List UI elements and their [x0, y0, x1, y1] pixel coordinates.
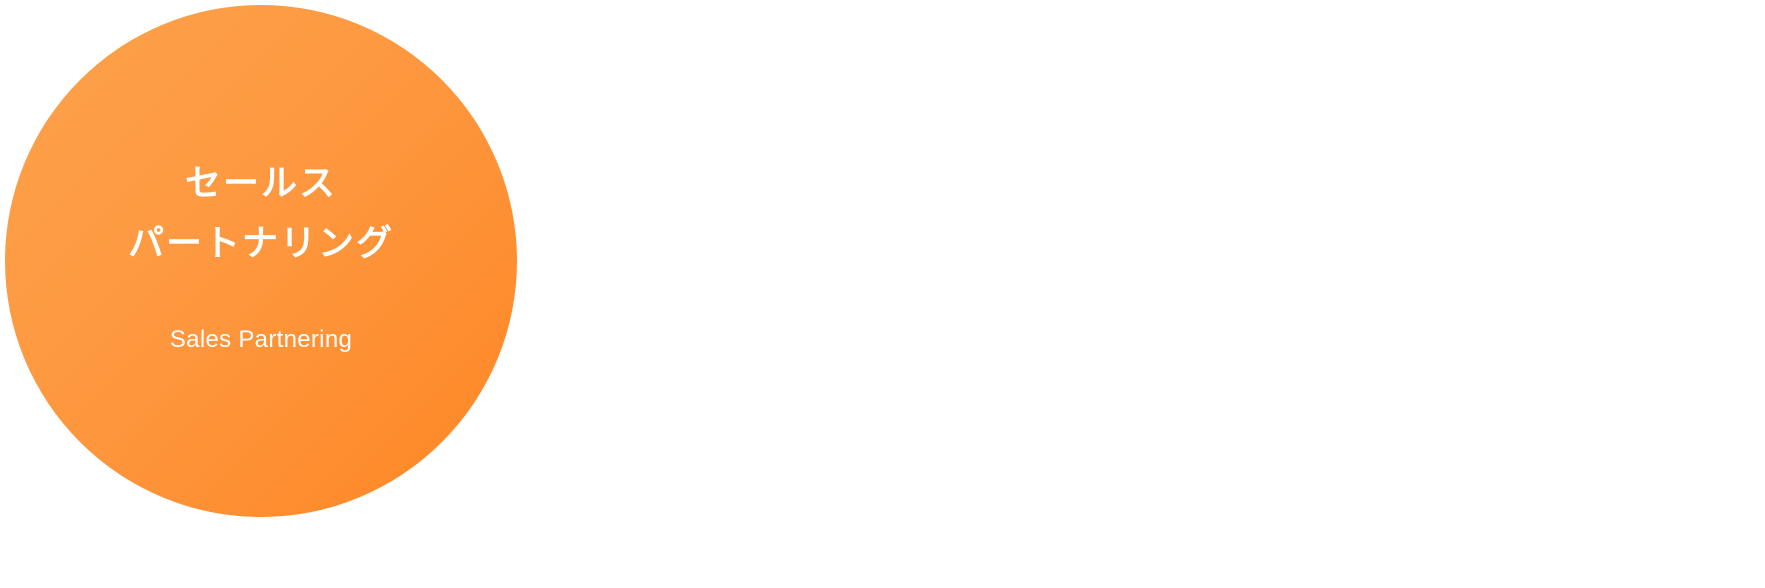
badge-title-line2: パートナリング [127, 223, 394, 264]
badge-title-line1: セールス [184, 163, 337, 204]
badge-subtitle: Sales Partnering [169, 326, 353, 353]
sales-partnering-badge [5, 5, 517, 517]
